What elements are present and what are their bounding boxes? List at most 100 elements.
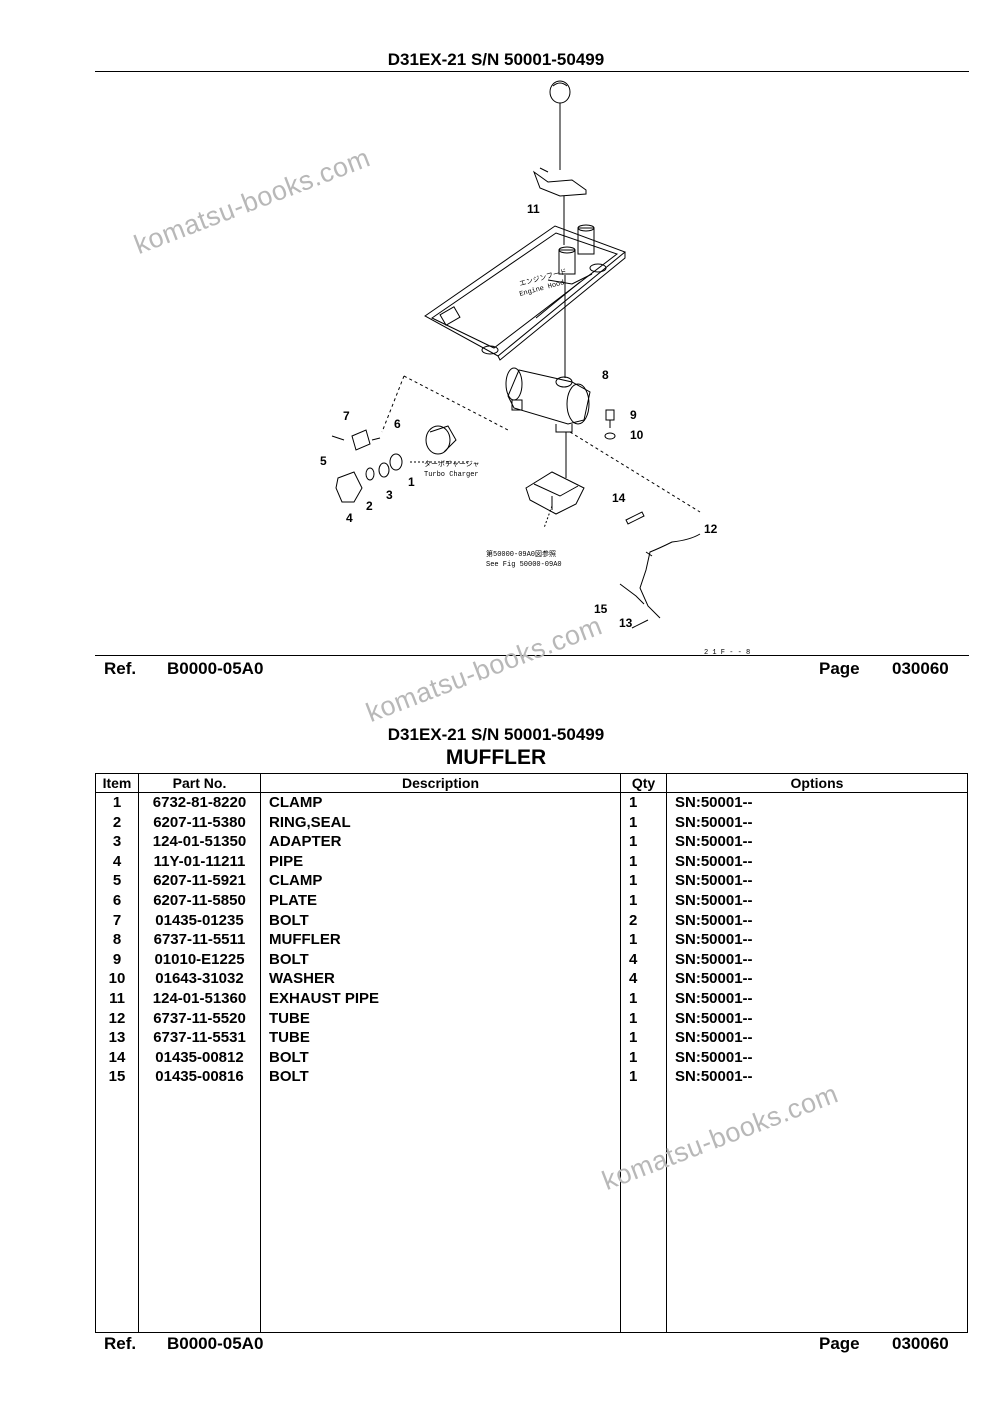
options-cell: SN:50001-- <box>666 930 968 950</box>
description-cell: WASHER <box>260 969 621 989</box>
header-rule <box>95 71 969 72</box>
description-cell: RING,SEAL <box>260 812 621 833</box>
callout-12: 12 <box>704 522 718 536</box>
item-cell: 6 <box>95 890 139 911</box>
part-number-cell: 01643-31032 <box>138 969 261 989</box>
item-cell: 1 <box>95 792 139 813</box>
callout-1: 1 <box>408 475 415 489</box>
description-cell: TUBE <box>260 1028 621 1048</box>
options-cell: SN:50001-- <box>666 1067 968 1087</box>
callout-7: 7 <box>343 409 350 423</box>
description-cell: EXHAUST PIPE <box>260 988 621 1009</box>
column-header-item: Item <box>95 773 139 793</box>
options-cell: SN:50001-- <box>666 910 968 931</box>
qty-cell: 1 <box>620 871 667 891</box>
part-number-cell: 6207-11-5380 <box>138 812 261 833</box>
options-cell: SN:50001-- <box>666 988 968 1009</box>
illustration-footer-rule <box>95 655 969 656</box>
empty-cell <box>260 1086 621 1333</box>
page-number: 030060 <box>892 659 949 678</box>
options-cell: SN:50001-- <box>666 851 968 872</box>
item-cell: 10 <box>95 969 139 989</box>
options-cell: SN:50001-- <box>666 1008 968 1029</box>
part-number-cell: 01435-01235 <box>138 910 261 931</box>
callout-8: 8 <box>602 368 609 382</box>
options-cell: SN:50001-- <box>666 949 968 970</box>
description-cell: CLAMP <box>260 871 621 891</box>
see-figure-note-en: See Fig 50000-09A0 <box>486 561 562 569</box>
item-cell: 3 <box>95 832 139 852</box>
qty-cell: 1 <box>620 890 667 911</box>
ref-label: Ref. <box>104 659 137 678</box>
options-cell: SN:50001-- <box>666 969 968 989</box>
item-cell: 9 <box>95 949 139 970</box>
table-empty-space <box>95 1086 968 1333</box>
qty-cell: 1 <box>620 1067 667 1087</box>
callout-4: 4 <box>346 511 353 525</box>
empty-cell <box>138 1086 261 1333</box>
column-header-options: Options <box>666 773 968 793</box>
description-cell: CLAMP <box>260 792 621 813</box>
item-cell: 12 <box>95 1008 139 1029</box>
item-cell: 15 <box>95 1067 139 1087</box>
part-number-cell: 124-01-51360 <box>138 988 261 1009</box>
illustration-header: D31EX-21 S/N 50001-50499 <box>387 50 605 69</box>
item-cell: 14 <box>95 1047 139 1068</box>
empty-cell <box>95 1086 139 1333</box>
callout-2: 2 <box>366 499 373 513</box>
callout-6: 6 <box>394 417 401 431</box>
page-label: Page <box>819 1334 860 1353</box>
part-number-cell: 124-01-51350 <box>138 832 261 852</box>
callout-14: 14 <box>612 491 626 505</box>
description-cell: TUBE <box>260 1008 621 1029</box>
page-label: Page <box>819 659 860 678</box>
qty-cell: 4 <box>620 969 667 989</box>
qty-cell: 1 <box>620 851 667 872</box>
column-header-part-no: Part No. <box>138 773 261 793</box>
item-cell: 13 <box>95 1028 139 1048</box>
table-header-row: Item Part No. Description Qty Options <box>95 773 968 793</box>
part-number-cell: 6737-11-5520 <box>138 1008 261 1029</box>
part-number-cell: 6207-11-5850 <box>138 890 261 911</box>
callout-15: 15 <box>594 602 608 616</box>
qty-cell: 1 <box>620 832 667 852</box>
plate-drawing <box>351 429 371 451</box>
tube-drawing <box>639 533 701 619</box>
options-cell: SN:50001-- <box>666 871 968 891</box>
parts-list-title: MUFFLER <box>445 746 547 769</box>
column-header-description: Description <box>260 773 621 793</box>
item-cell: 7 <box>95 910 139 931</box>
adapter-drawing <box>425 425 451 455</box>
callout-11: 11 <box>527 202 540 216</box>
clamp-drawing <box>389 453 403 471</box>
turbo-note-jp: ターボチャージャ <box>424 459 479 469</box>
qty-cell: 1 <box>620 792 667 813</box>
options-cell: SN:50001-- <box>666 890 968 911</box>
turbo-note-en: Turbo Charger <box>424 471 479 479</box>
qty-cell: 1 <box>620 812 667 833</box>
callout-10: 10 <box>630 428 644 442</box>
description-cell: BOLT <box>260 910 621 931</box>
ref-value: B0000-05A0 <box>167 659 264 678</box>
item-cell: 4 <box>95 851 139 872</box>
pipe-drawing <box>335 471 363 503</box>
part-number-cell: 01010-E1225 <box>138 949 261 970</box>
qty-cell: 1 <box>620 930 667 950</box>
qty-cell: 4 <box>620 949 667 970</box>
part-number-cell: 01435-00812 <box>138 1047 261 1068</box>
qty-cell: 1 <box>620 1028 667 1048</box>
ref-value: B0000-05A0 <box>167 1334 264 1353</box>
seal-ring-drawing <box>365 467 375 481</box>
